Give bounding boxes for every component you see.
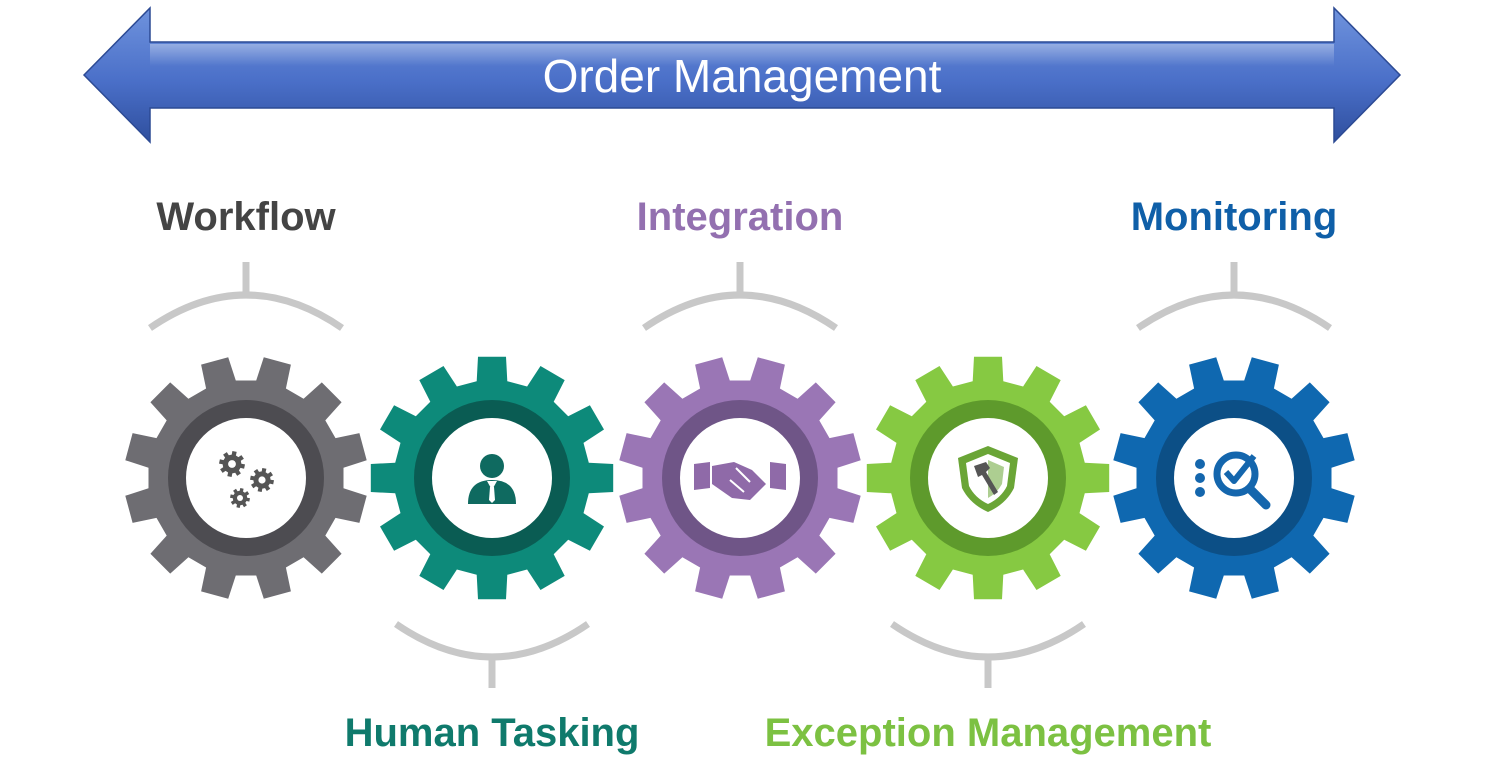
gear-shield-hammer: Exception Management xyxy=(765,356,1212,755)
gear-label: Monitoring xyxy=(1131,195,1338,239)
shield-hammer-icon xyxy=(958,446,1018,512)
gear-connector xyxy=(642,262,838,331)
handshake-hands xyxy=(712,462,766,500)
small-gear-hole xyxy=(258,476,266,484)
connector-arc xyxy=(148,291,344,331)
handshake-icon xyxy=(694,462,786,500)
list-dot xyxy=(1195,459,1205,469)
gear-label: Workflow xyxy=(156,195,336,239)
arrow-highlight xyxy=(150,44,1334,66)
gear-gears: Workflow xyxy=(125,195,367,599)
check-mark xyxy=(1223,454,1257,484)
order-management-arrow: Order Management xyxy=(82,6,1402,144)
magnifier-handle xyxy=(1245,484,1271,510)
list-dot xyxy=(1195,473,1205,483)
connector-arc xyxy=(890,621,1086,661)
connector-arc xyxy=(1136,291,1332,331)
small-gear-hole xyxy=(228,460,236,468)
person-icon xyxy=(468,454,516,504)
person-tie xyxy=(489,487,495,503)
list-dot xyxy=(1195,487,1205,497)
gear-connector xyxy=(1136,262,1332,331)
gear-label: Human Tasking xyxy=(345,711,640,755)
gear-handshake: Integration xyxy=(619,195,861,599)
person-head xyxy=(480,454,504,478)
gears-icon xyxy=(219,451,274,508)
gear-center xyxy=(186,418,306,538)
handshake-cuff-right xyxy=(770,462,786,490)
handshake-fingers xyxy=(729,467,751,493)
arrow-title: Order Management xyxy=(543,50,942,102)
handshake-cuff-left xyxy=(694,462,710,490)
monitoring-icon xyxy=(1195,451,1271,510)
magnifier-lens xyxy=(1213,451,1259,497)
connector-arc xyxy=(394,621,590,661)
gear-connector xyxy=(394,621,590,688)
gear-label: Exception Management xyxy=(765,711,1212,755)
small-gear-hole xyxy=(237,495,243,501)
person-collar xyxy=(487,481,497,490)
gear-monitoring: Monitoring xyxy=(1113,195,1355,599)
gear-label: Integration xyxy=(637,195,844,239)
gear-connector xyxy=(148,262,344,331)
gear-person: Human Tasking xyxy=(345,356,640,755)
connector-arc xyxy=(642,291,838,331)
gear-connector xyxy=(890,621,1086,688)
hammer-shape xyxy=(974,462,998,495)
arrow-shape xyxy=(82,6,1402,144)
